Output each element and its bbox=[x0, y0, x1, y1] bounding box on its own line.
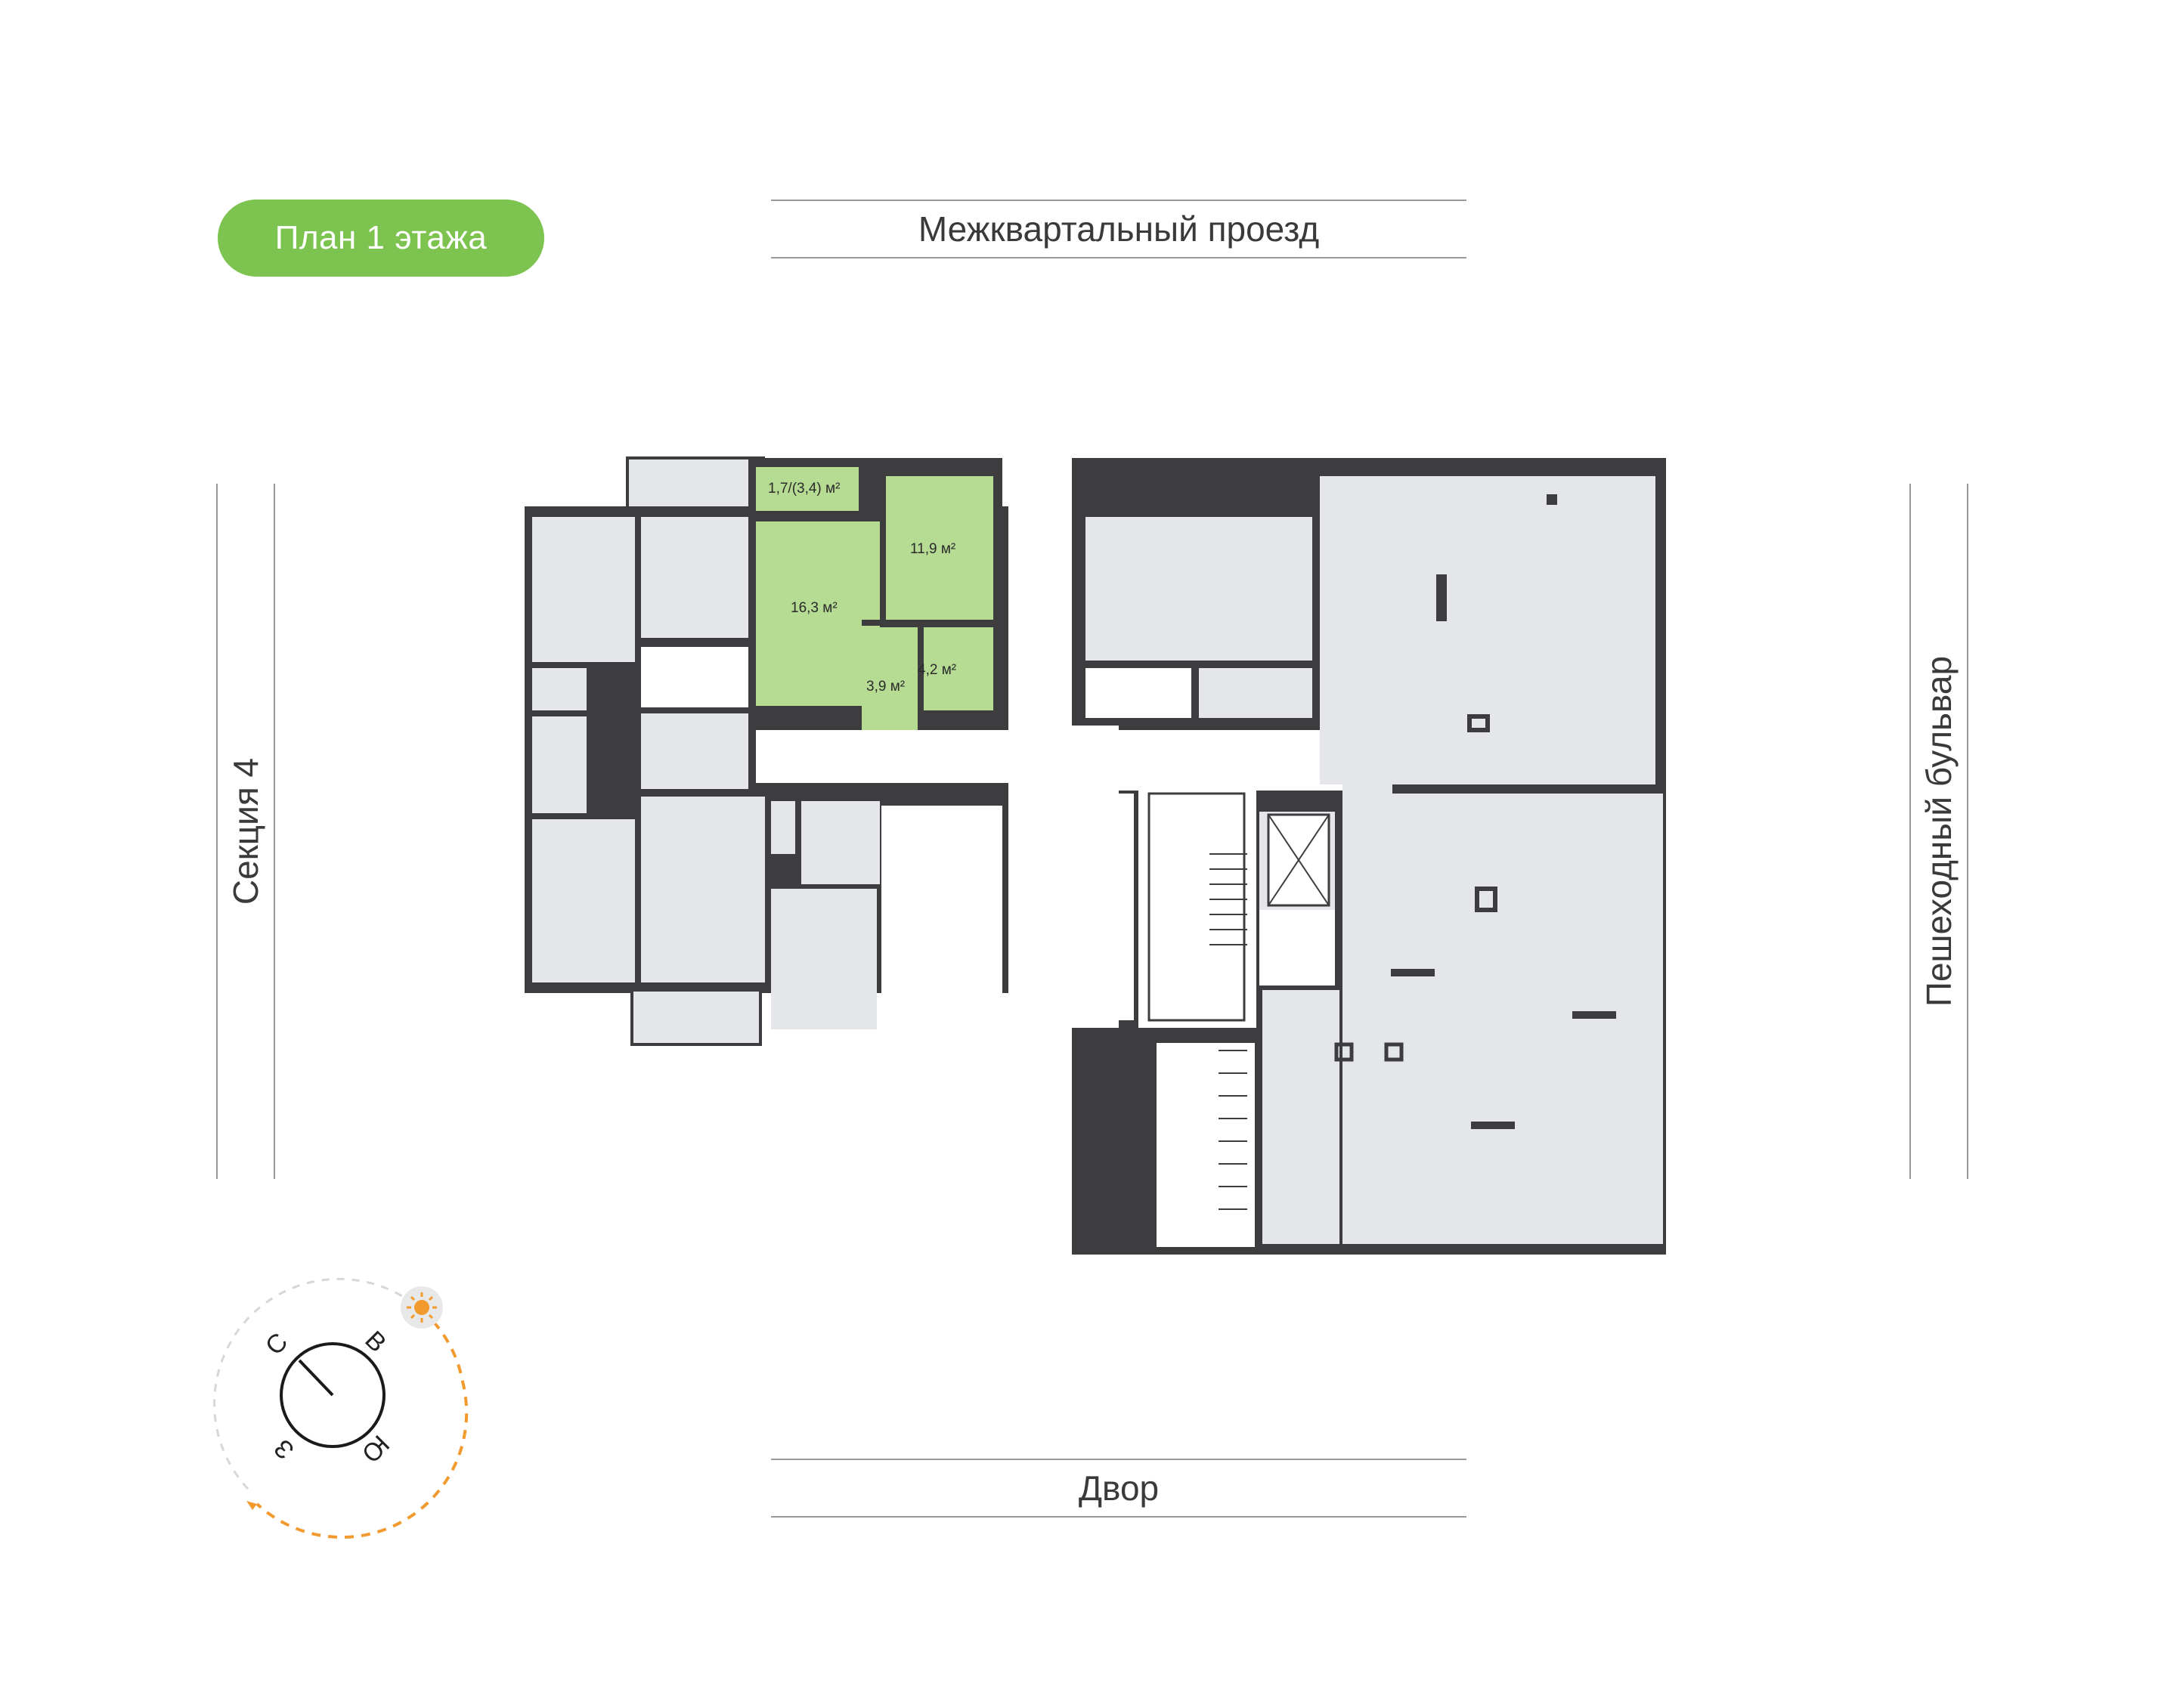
street-right-label: Пешеходный бульвар bbox=[1909, 484, 1968, 1179]
section-left-label: Секция 4 bbox=[216, 484, 275, 1179]
compass-west: З bbox=[268, 1434, 299, 1465]
left-wing-rooms bbox=[532, 517, 880, 1029]
stair-core bbox=[1138, 786, 1330, 1247]
street-top-label: Межквартальный проезд bbox=[771, 200, 1466, 258]
unit-bathroom bbox=[922, 627, 993, 710]
sun-icon bbox=[401, 1286, 443, 1329]
room-label-living: 16,3 м² bbox=[791, 600, 838, 616]
room-label-bedroom: 11,9 м² bbox=[910, 541, 955, 557]
unit-living-room bbox=[756, 521, 880, 710]
room-label-bathroom: 4,2 м² bbox=[918, 662, 956, 678]
unit-hallway bbox=[862, 627, 918, 730]
highlighted-apartment bbox=[756, 467, 993, 730]
compass-north: С bbox=[260, 1327, 293, 1360]
columns bbox=[1334, 494, 1616, 1129]
street-bottom-text: Двор bbox=[1078, 1468, 1160, 1508]
compass: С В Ю З bbox=[213, 1277, 469, 1539]
street-top-text: Межквартальный проезд bbox=[918, 209, 1320, 249]
floor-plan-badge: План 1 этажа bbox=[218, 200, 544, 277]
room-label-hallway: 3,9 м² bbox=[866, 679, 905, 695]
room-label-balcony: 1,7/(3,4) м² bbox=[768, 481, 840, 497]
unit-bedroom bbox=[884, 476, 993, 620]
central-corridor bbox=[756, 469, 1346, 1032]
street-bottom-label: Двор bbox=[771, 1459, 1466, 1518]
unit-balcony bbox=[756, 467, 859, 511]
